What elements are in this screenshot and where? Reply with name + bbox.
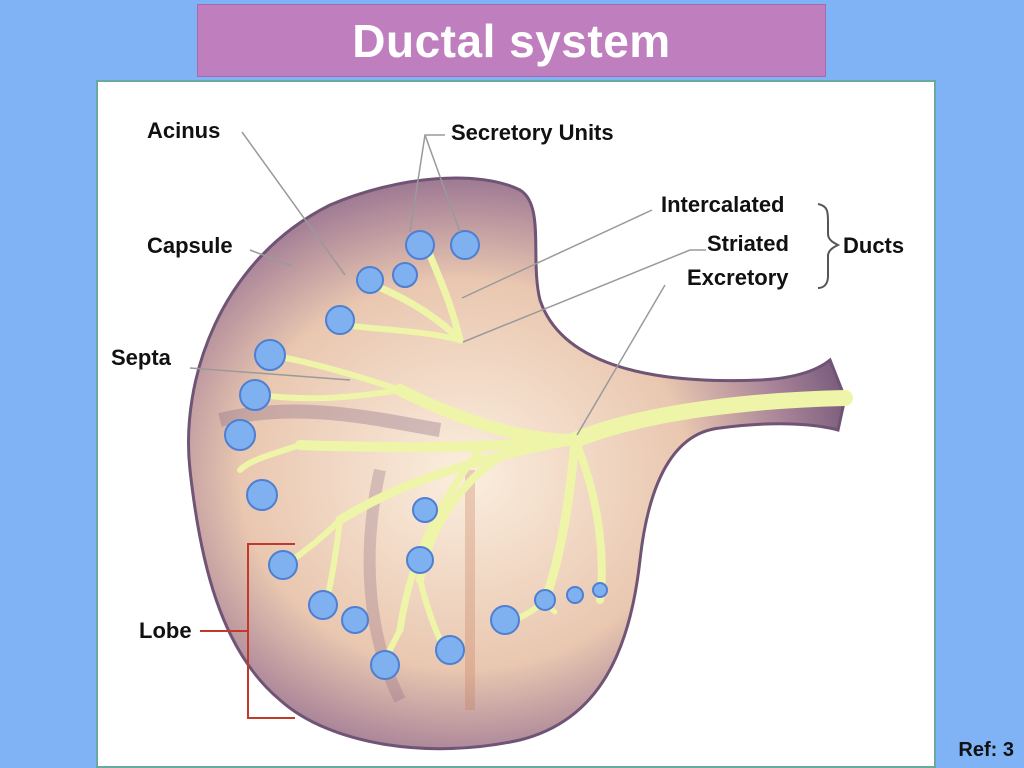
lobe-bracket [200,543,295,719]
title-bar: Ductal system [197,4,826,77]
label-ducts: Ducts [843,233,905,258]
label-septa: Septa [111,345,171,370]
label-secretory-units: Secretory Units [451,120,614,145]
label-excretory: Excretory [687,265,789,290]
label-capsule: Capsule [147,233,233,258]
label-lobe: Lobe [139,618,192,643]
page-title: Ductal system [352,14,671,67]
pointer-lines [189,131,706,436]
ducts-brace [817,203,841,289]
acini [224,230,608,680]
reference-label: Ref: 3 [958,739,1014,761]
label-striated: Striated [707,231,789,256]
label-acinus: Acinus [147,118,221,143]
label-intercalated: Intercalated [661,192,785,217]
